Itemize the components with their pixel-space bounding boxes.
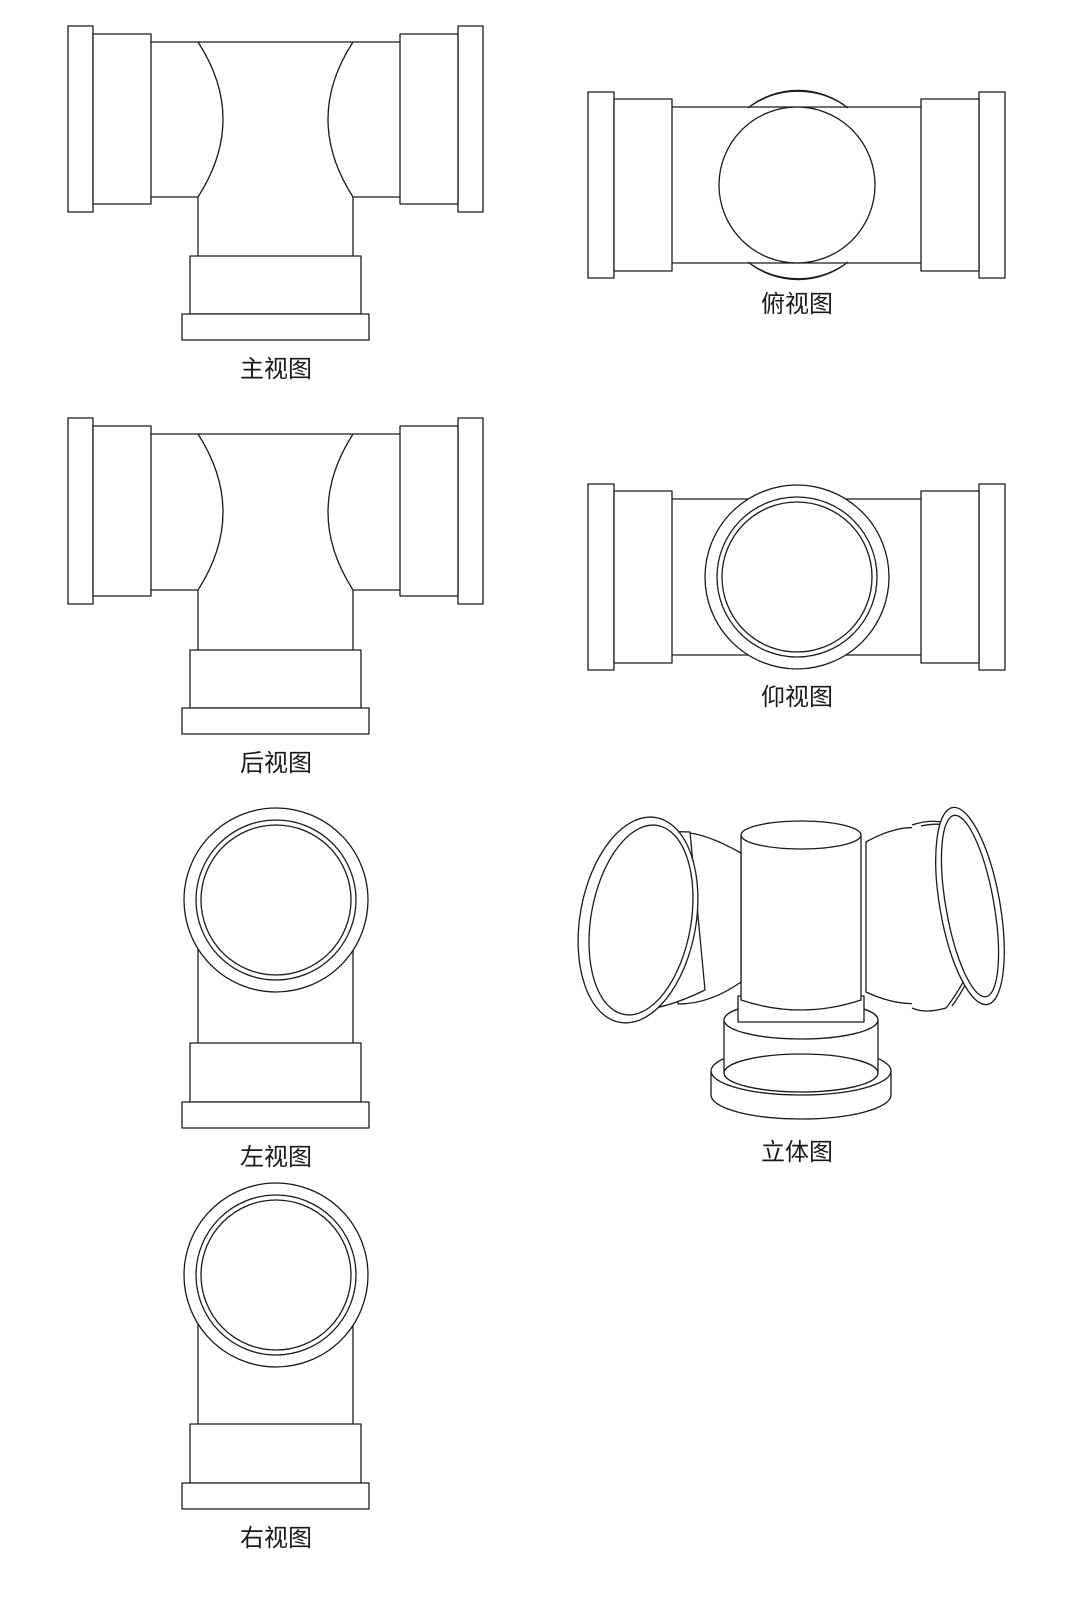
- isometric-view-caption: 立体图: [761, 1138, 833, 1166]
- left-view-drawing: [181, 807, 370, 1129]
- top-view-drawing: [587, 89, 1006, 281]
- right-view-caption: 右视图: [240, 1524, 312, 1552]
- bottom-view-drawing: [587, 483, 1006, 671]
- back-view-caption: 后视图: [240, 749, 312, 777]
- bottom-view-caption: 仰视图: [761, 683, 833, 711]
- isometric-view-drawing: [577, 806, 1005, 1120]
- front-view-caption: 主视图: [240, 355, 312, 383]
- front-view-drawing: [67, 25, 484, 341]
- right-view-drawing: [181, 1182, 370, 1510]
- back-view-drawing: [67, 417, 484, 735]
- left-view-caption: 左视图: [240, 1143, 312, 1171]
- top-view-caption: 俯视图: [761, 290, 833, 318]
